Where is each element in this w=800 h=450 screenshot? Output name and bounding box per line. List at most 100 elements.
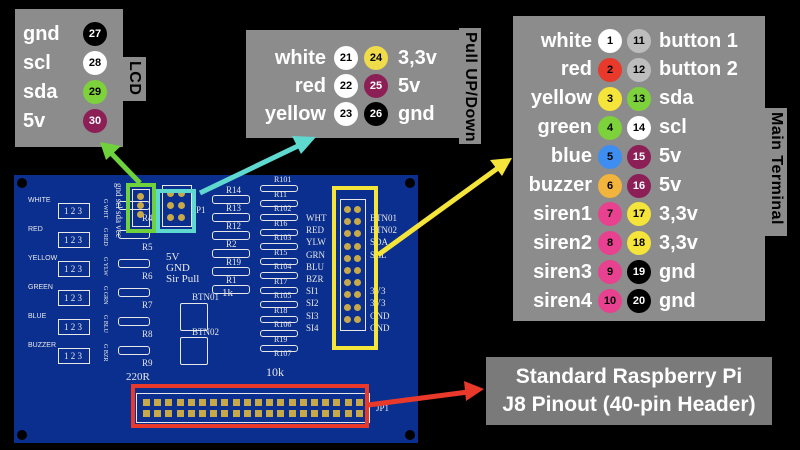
lcd-pin-27: 27 [83,22,107,46]
signal-left-label: GRN [306,249,326,260]
pull-right-label: gnd [398,102,435,125]
terminal-label: GREEN [28,284,53,291]
gpio-pin [210,399,218,406]
gpio-pin [154,399,162,406]
resistor-label: R6 [142,271,153,281]
gpio-pin [266,399,274,406]
header-pin [167,202,174,209]
rpi-arrowhead [464,381,484,401]
rpi-callout: Standard Raspberry Pi J8 Pinout (40-pin … [486,357,772,425]
button-1 [180,303,208,331]
connector-pin [354,267,361,274]
main-pin-11: 11 [627,29,651,53]
main-pin-15: 15 [627,144,651,169]
pull-pin-24: 24 [364,46,388,70]
gpio-pin [355,399,363,406]
pull-pin-25: 25 [364,74,388,98]
main-pin-5: 5 [598,144,622,169]
gpio-pin [232,399,240,406]
main-left-label: blue [550,145,592,168]
header-pin [178,190,185,197]
header-pin [167,214,174,221]
main-left-label: yellow [530,87,592,110]
mid-resistor [212,249,250,258]
main-pin-18: 18 [627,231,651,256]
pull-left-label: white [274,46,326,69]
connector-pin [344,206,351,213]
main-pin-9: 9 [598,260,622,285]
mid-resistor [212,285,250,294]
connector-pin [354,303,361,311]
r10-label: R106 [274,320,292,329]
main-pin-14: 14 [627,115,651,140]
pull-left-label: yellow [264,102,326,125]
gpio-pin [299,410,307,417]
signal-right-label: BTN02 [370,225,397,236]
mid-resistor-label: R19 [226,257,242,267]
terminal-numbers: 1 2 3 [64,293,82,303]
main-pin-12: 12 [627,57,651,82]
resistor-label: R5 [142,242,153,252]
mount-hole [405,430,415,440]
mount-hole [17,178,27,188]
gpio-pin [344,410,352,417]
main-left-label: siren4 [533,289,592,312]
button-2 [180,337,208,365]
gpio-pin [165,410,173,417]
mid-resistor [212,195,250,204]
r10-label: R17 [274,276,288,286]
gpio-pin [333,410,341,417]
main-pin-8: 8 [598,231,622,256]
r10-resistor [260,243,298,250]
signal-left-label: SI3 [306,310,319,321]
rpi-jp1: JP1 [376,403,390,413]
rpi-header [136,393,370,423]
screw-terminal [58,203,90,219]
r10-label: R102 [274,204,292,213]
main-pin-1: 1 [598,29,622,53]
resistor-label: R8 [142,329,153,339]
rpi-line2: J8 Pinout (40-pin Header) [502,393,756,416]
gpio-pin [322,399,330,406]
main-arrowhead [490,158,512,176]
main-right-label: scl [659,116,687,139]
resistor [118,317,150,326]
connector-pin [354,254,361,262]
terminal-pin-label: G RED [102,228,108,246]
r10-label: R18 [274,305,288,315]
gpio-pin [288,399,296,406]
mid-resistor [212,267,250,276]
pull-label-5v: 5V [166,251,180,263]
resistor-label: R7 [142,300,153,310]
main-left-label: siren3 [533,260,592,283]
gpio-pin [165,399,173,406]
main-pin-16: 16 [627,173,651,198]
gpio-pin [355,410,363,417]
main-right-label: sda [659,87,694,110]
signal-left-label: SI4 [306,322,319,333]
gpio-pin [333,399,341,406]
main-left-label: siren2 [533,231,592,254]
mount-hole [17,430,27,440]
signal-left-label: YLW [306,237,326,248]
r10-resistor [260,199,298,207]
terminal-numbers: 1 2 3 [64,264,82,274]
gpio-pin [255,399,262,406]
signal-right-label: SDA [370,237,389,248]
lcd-pin-28: 28 [83,51,107,75]
connector-pin [354,230,361,238]
main-left-label: red [560,58,592,81]
connector-pin [344,242,351,250]
resistor [118,259,150,268]
pull-arrowhead [292,136,316,154]
